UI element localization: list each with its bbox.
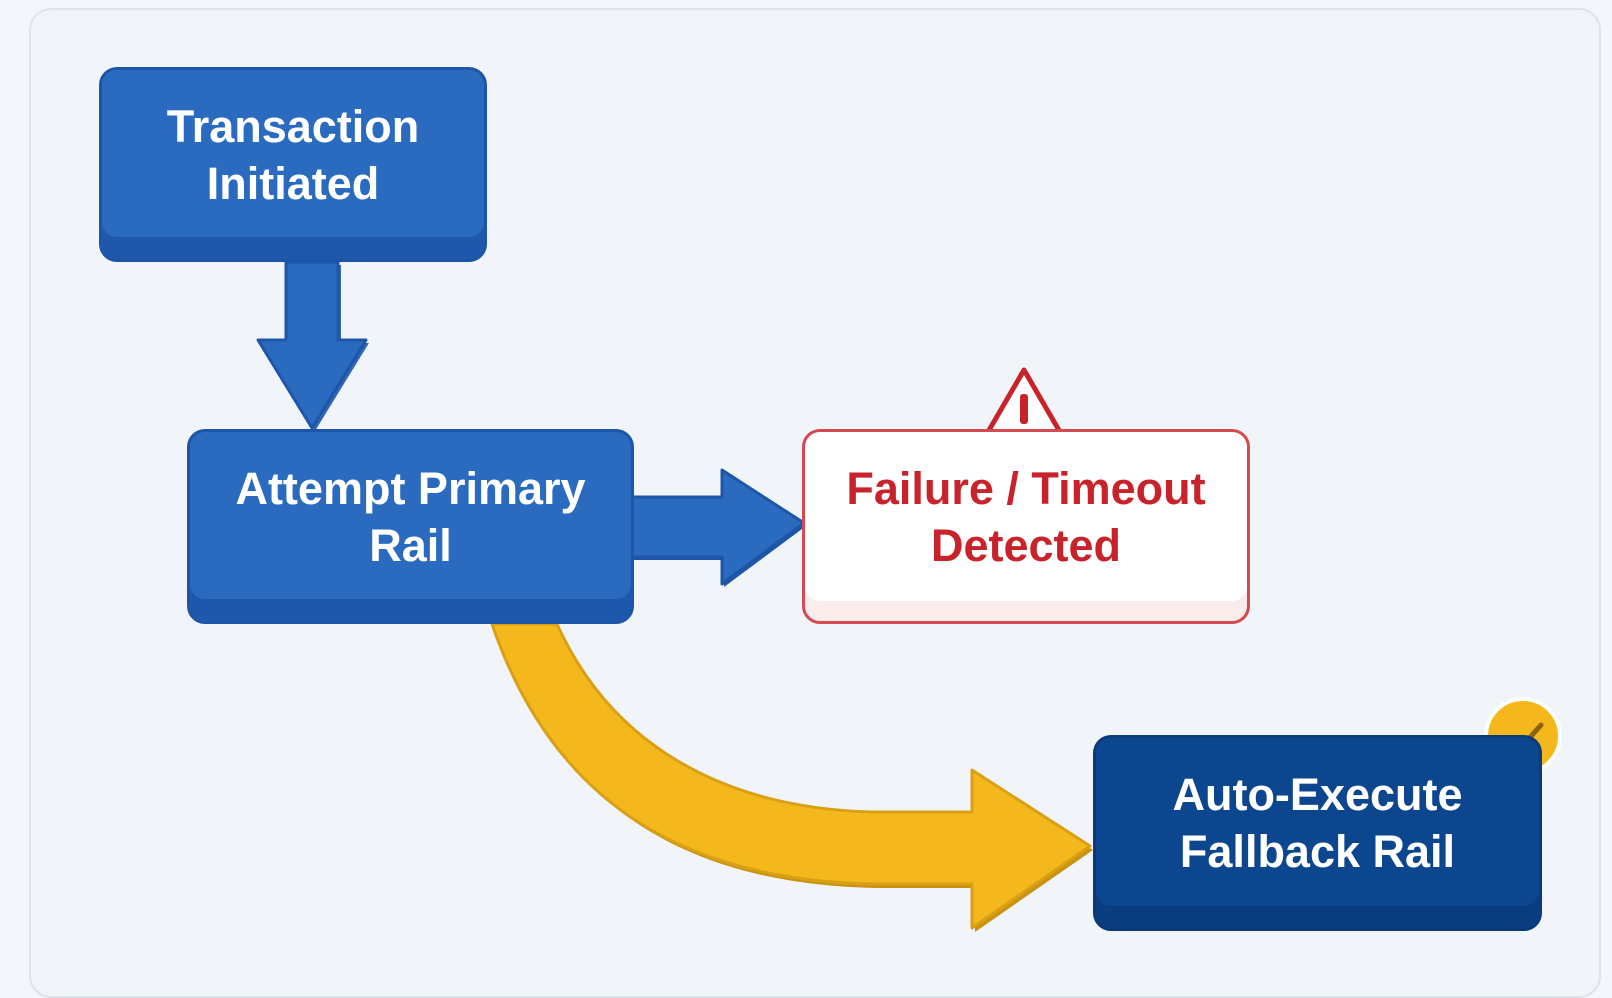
arrow-primary-to-failure (630, 468, 806, 587)
node-label: Failure / Timeout Detected (846, 462, 1206, 571)
node-label: Attempt Primary Rail (235, 462, 586, 571)
node-label: Transaction Initiated (166, 100, 420, 209)
node-auto-execute-fallback-rail: Auto-Execute Fallback Rail (1093, 735, 1542, 931)
node-transaction-initiated: Transaction Initiated (99, 67, 487, 262)
node-label: Auto-Execute Fallback Rail (1172, 769, 1463, 877)
node-attempt-primary-rail: Attempt Primary Rail (187, 429, 634, 624)
arrow-primary-to-fallback (490, 622, 1093, 932)
node-failure-timeout-detected: Failure / Timeout Detected (802, 429, 1250, 624)
arrow-start-to-primary (256, 260, 369, 431)
